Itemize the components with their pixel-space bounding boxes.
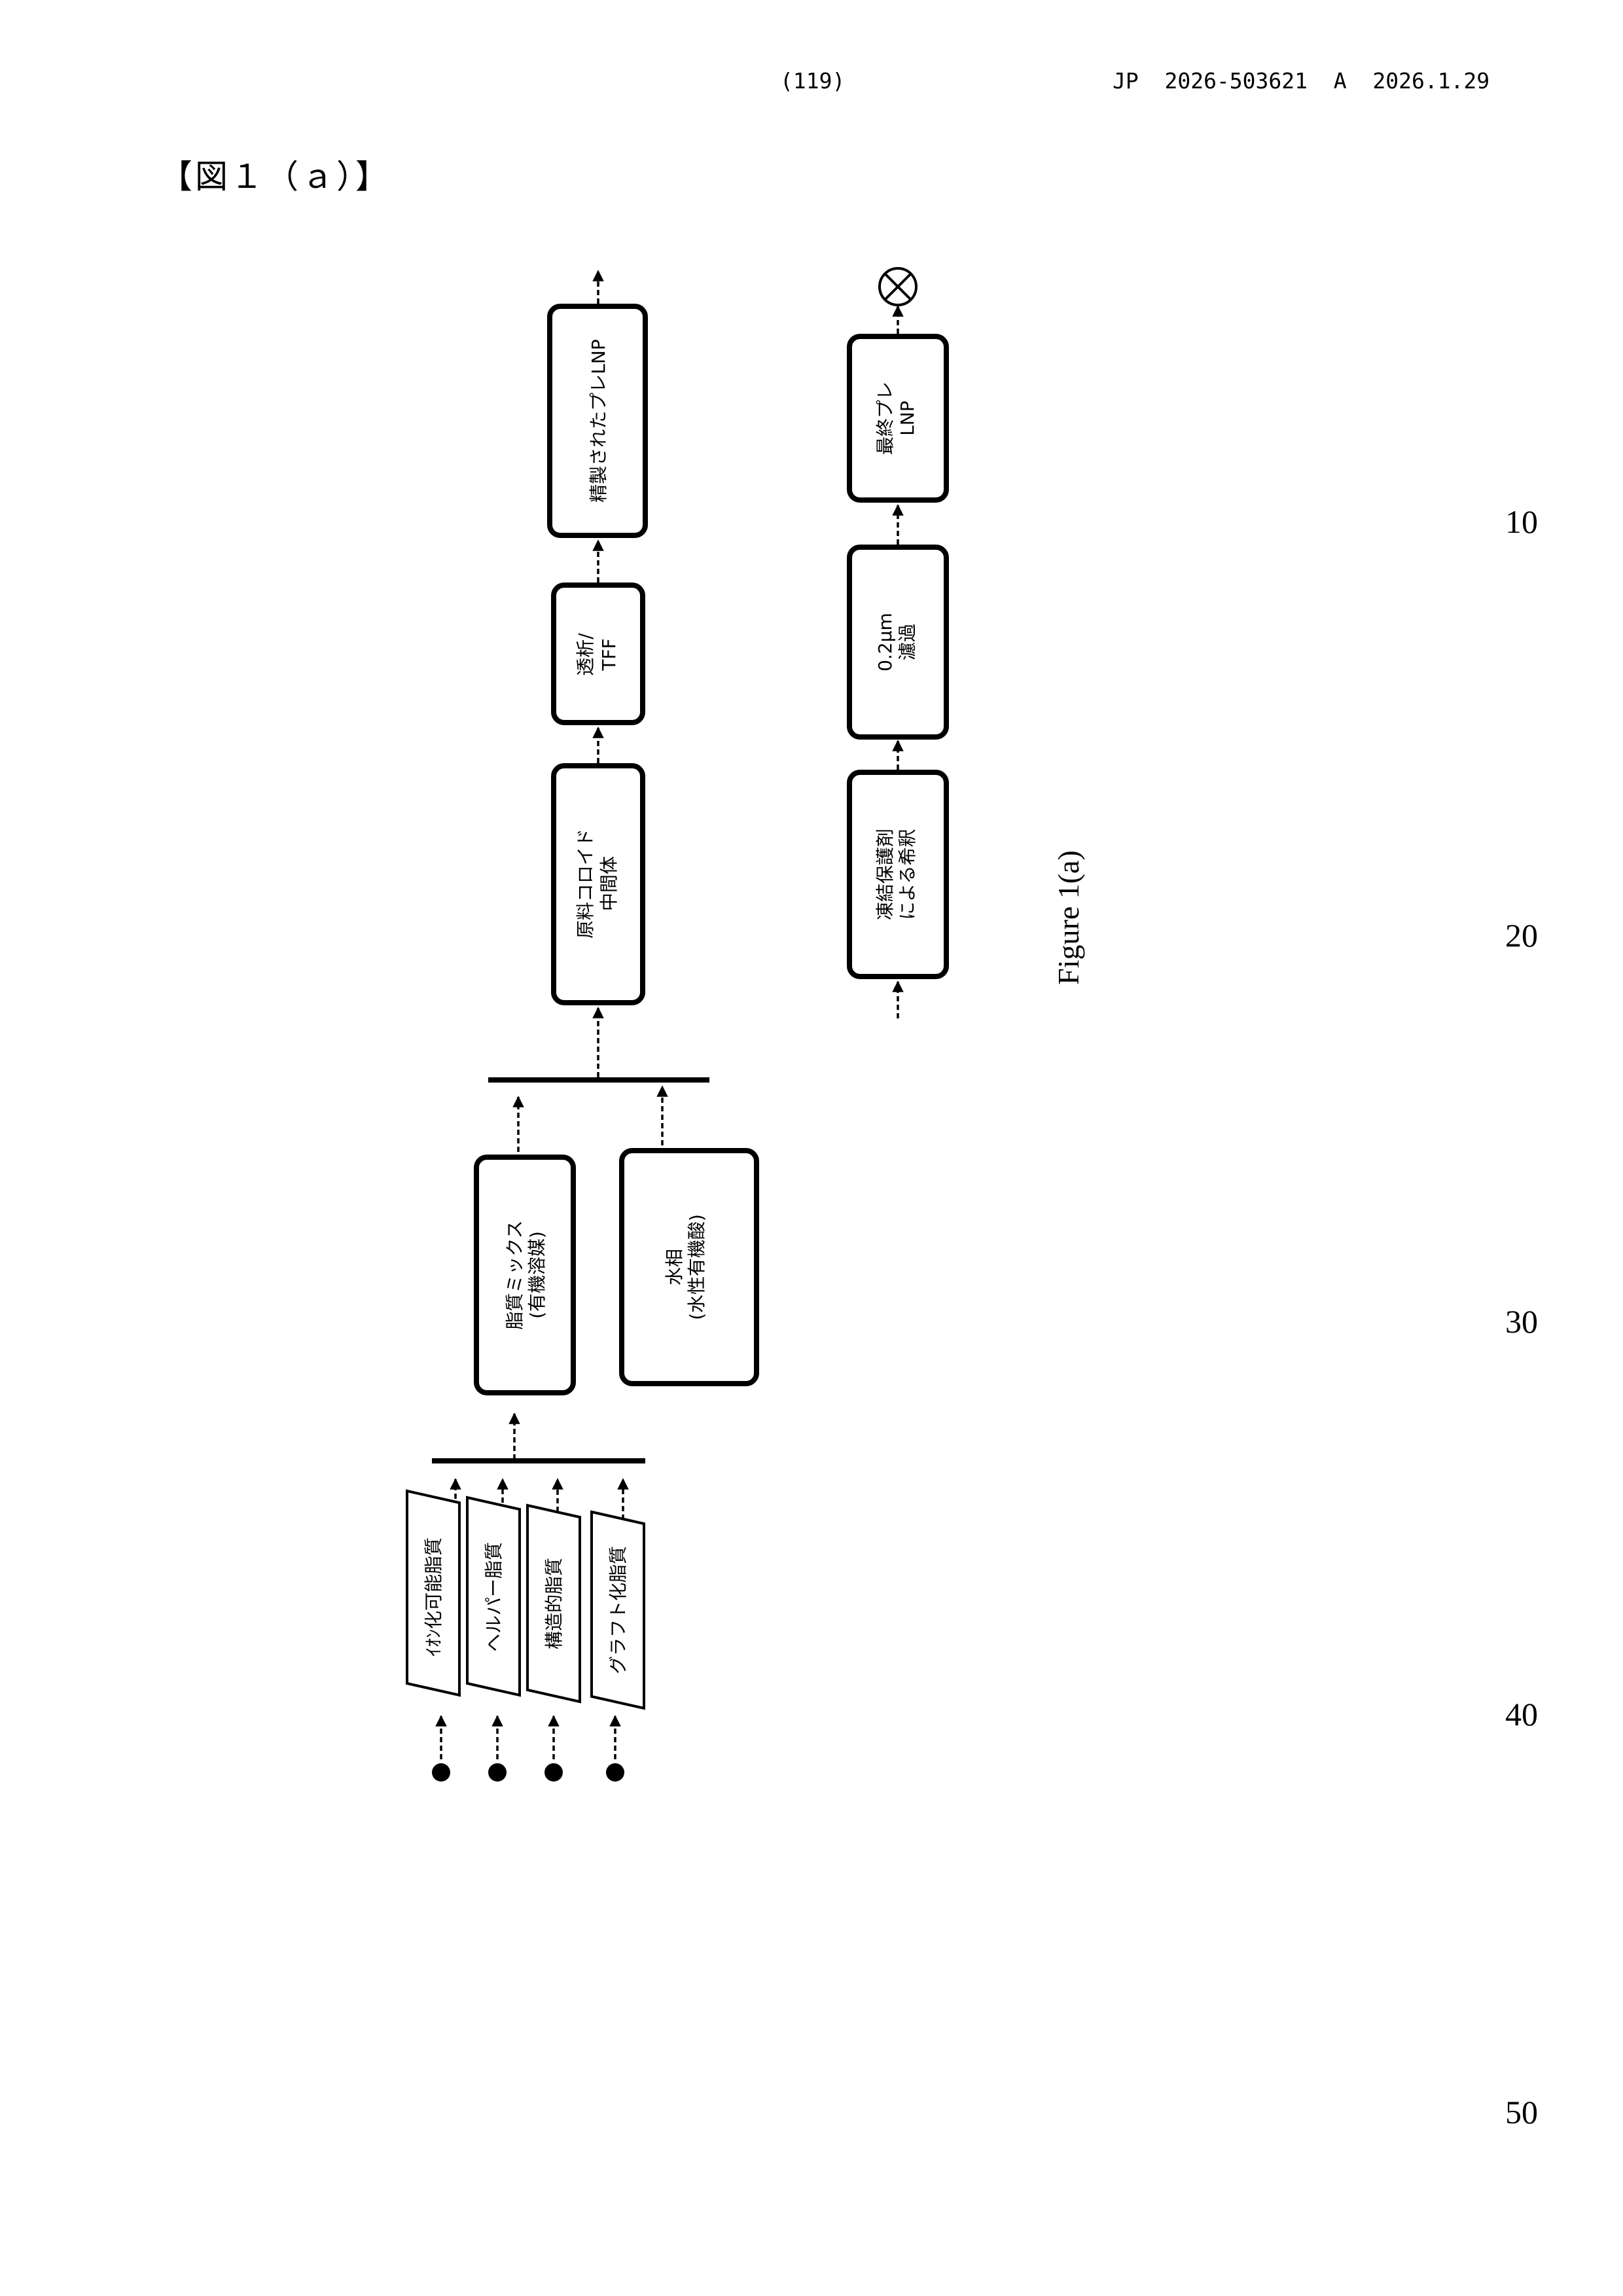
input-grafted-lipid: グラフト化脂質: [592, 1512, 644, 1708]
input-source-1: [432, 1716, 450, 1782]
input-source-3: [544, 1716, 563, 1782]
svg-text:精製されたプレLNP: 精製されたプレLNP: [588, 339, 609, 502]
svg-text:(水性有機酸): (水性有機酸): [686, 1214, 707, 1320]
svg-text:グラフト化脂質: グラフト化脂質: [607, 1546, 629, 1674]
svg-text:透析/: 透析/: [575, 633, 596, 676]
raw-colloid-box: 原料コロイド 中間体: [554, 766, 643, 1003]
svg-text:ｲｵﾝ化可能脂質: ｲｵﾝ化可能脂質: [423, 1537, 444, 1657]
lipid-mix-box: 脂質ミックス (有機溶媒): [476, 1157, 573, 1393]
dialysis-tff-box: 透析/ TFF: [554, 585, 643, 723]
svg-text:TFF: TFF: [598, 638, 620, 671]
svg-text:LNP: LNP: [897, 401, 918, 435]
source-dot: [432, 1763, 450, 1782]
svg-text:構造的脂質: 構造的脂質: [543, 1558, 565, 1649]
svg-text:(有機溶媒): (有機溶媒): [526, 1231, 548, 1319]
source-dot: [544, 1763, 563, 1782]
svg-text:中間体: 中間体: [598, 856, 620, 911]
source-dot: [606, 1763, 624, 1782]
svg-text:ヘルパー脂質: ヘルパー脂質: [483, 1542, 505, 1652]
input-source-2: [488, 1716, 507, 1782]
svg-text:最終プレ: 最終プレ: [874, 382, 896, 455]
cryoprotectant-dilution-box: 凍結保護剤 による希釈: [849, 772, 946, 977]
svg-text:水相: 水相: [664, 1249, 685, 1285]
svg-text:凍結保護剤: 凍結保護剤: [874, 829, 896, 920]
svg-text:原料コロイド: 原料コロイド: [575, 829, 596, 939]
terminal-symbol: [880, 268, 916, 305]
source-dot: [488, 1763, 507, 1782]
input-ionizable-lipid: ｲｵﾝ化可能脂質: [407, 1491, 459, 1695]
svg-text:濾過: 濾過: [897, 624, 918, 660]
input-source-4: [606, 1716, 624, 1782]
svg-text:0.2μm: 0.2μm: [874, 613, 896, 672]
input-helper-lipid: ヘルパー脂質: [467, 1498, 520, 1695]
input-structural-lipid: 構造的脂質: [527, 1505, 580, 1702]
filtration-box: 0.2μm 濾過: [849, 547, 946, 737]
svg-text:による希釈: による希釈: [897, 829, 918, 920]
purified-pre-lnp-box: 精製されたプレLNP: [550, 306, 645, 535]
figure-caption: Figure 1(a): [1052, 850, 1085, 985]
final-pre-lnp-box: 最終プレ LNP: [849, 336, 946, 500]
aqueous-phase-box: 水相 (水性有機酸): [622, 1151, 757, 1384]
svg-text:脂質ミックス: 脂質ミックス: [504, 1220, 526, 1329]
